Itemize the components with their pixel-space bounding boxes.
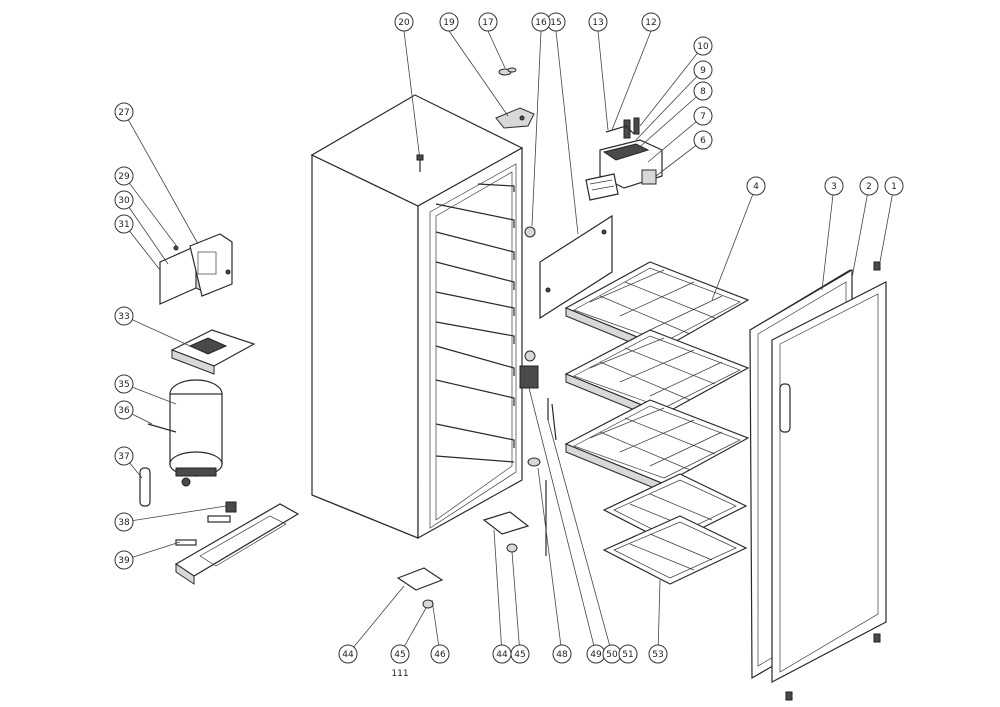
callout-51: 51 [618,644,638,664]
leader-lines [123,30,895,655]
callout-label: 45 [514,650,525,660]
callout-label: 49 [590,650,602,660]
cabinet [310,94,524,540]
callout-label: 16 [535,18,547,28]
callout-label: 12 [645,18,656,28]
callout-label: 17 [482,18,493,28]
bottom-hinge-left [396,567,444,609]
callout-50: 50 [602,644,622,664]
top-hinge [495,107,535,129]
basket-tray-2 [602,515,748,585]
callout-45-right: 45 [510,644,530,664]
control-panel-49 [519,350,539,389]
callout-7: 7 [693,106,713,126]
callout-label: 45 [394,650,405,660]
callout-49: 49 [586,644,606,664]
callout-label: 39 [118,556,130,566]
back-cover-plate [539,214,613,320]
callout-label: 15 [550,18,561,28]
callout-label: 46 [434,650,446,660]
callout-label: 33 [118,312,129,322]
callout-10: 10 [693,36,713,56]
foot-48 [527,457,547,556]
callout-label: 53 [652,650,663,660]
bottom-hinge-right [482,511,530,553]
callout-label: 36 [118,406,130,416]
callout-13: 13 [588,12,608,32]
callout-4: 4 [746,176,766,196]
callout-label: 1 [891,182,897,192]
callout-label: 30 [118,196,130,206]
callout-label: 6 [700,136,706,146]
callout-label: 2 [866,182,872,192]
callout-44-right: 44 [492,644,512,664]
callout-16: 16 [531,12,551,32]
callout-label: 29 [118,172,130,182]
callout-48: 48 [552,644,572,664]
cabinet-shelf-rails [435,183,515,463]
callout-label: 9 [700,66,706,76]
callout-label: 50 [606,650,618,660]
callout-39: 39 [114,550,134,570]
callout-45-left: 45 [390,644,410,664]
callout-label: 27 [118,108,129,118]
callout-label: 44 [342,650,354,660]
callout-label: 48 [556,650,568,660]
callout-label: 3 [831,182,837,192]
callout-label: 31 [118,220,129,230]
callout-12: 12 [641,12,661,32]
callout-36: 36 [114,400,134,420]
callout-label: 13 [592,18,603,28]
hinge-pin-17 [498,67,517,76]
callout-29: 29 [114,166,134,186]
callout-label: 8 [700,87,706,97]
callout-label: 51 [622,650,633,660]
callout-53: 53 [648,644,668,664]
callout-37: 37 [114,446,134,466]
callout-label: 7 [700,112,706,122]
thermostat-housing [585,117,663,201]
compressor-bracket [174,501,300,585]
callout-label: 38 [118,518,130,528]
drier-filter [139,467,151,507]
callout-19: 19 [439,12,459,32]
compressor-base-tray [170,329,256,375]
callout-27: 27 [114,102,134,122]
door-panel [771,261,887,701]
callout-20: 20 [394,12,414,32]
callout-8: 8 [693,81,713,101]
callout-33: 33 [114,306,134,326]
callout-label: 35 [118,380,129,390]
callout-44-left: 44 [338,644,358,664]
callout-label: 20 [398,18,410,28]
electrical-box [159,233,233,305]
callout-label: 37 [118,452,129,462]
callout-17: 17 [478,12,498,32]
callout-label: 44 [496,650,508,660]
callout-2: 2 [859,176,879,196]
callout-9: 9 [693,60,713,80]
wire-shelf-3 [564,399,750,493]
callout-label: 10 [697,42,709,52]
callout-1: 1 [884,176,904,196]
callout-31: 31 [114,214,134,234]
drain-50 [547,398,557,441]
callout-3: 3 [824,176,844,196]
callout-label: 19 [443,18,455,28]
callout-30: 30 [114,190,134,210]
callout-38: 38 [114,512,134,532]
callout-6: 6 [693,130,713,150]
sub-note: 111 [391,669,408,679]
callout-46: 46 [430,644,450,664]
callout-label: 4 [753,182,759,192]
callout-35: 35 [114,374,134,394]
lamp-16 [524,226,536,238]
compressor [147,379,223,487]
